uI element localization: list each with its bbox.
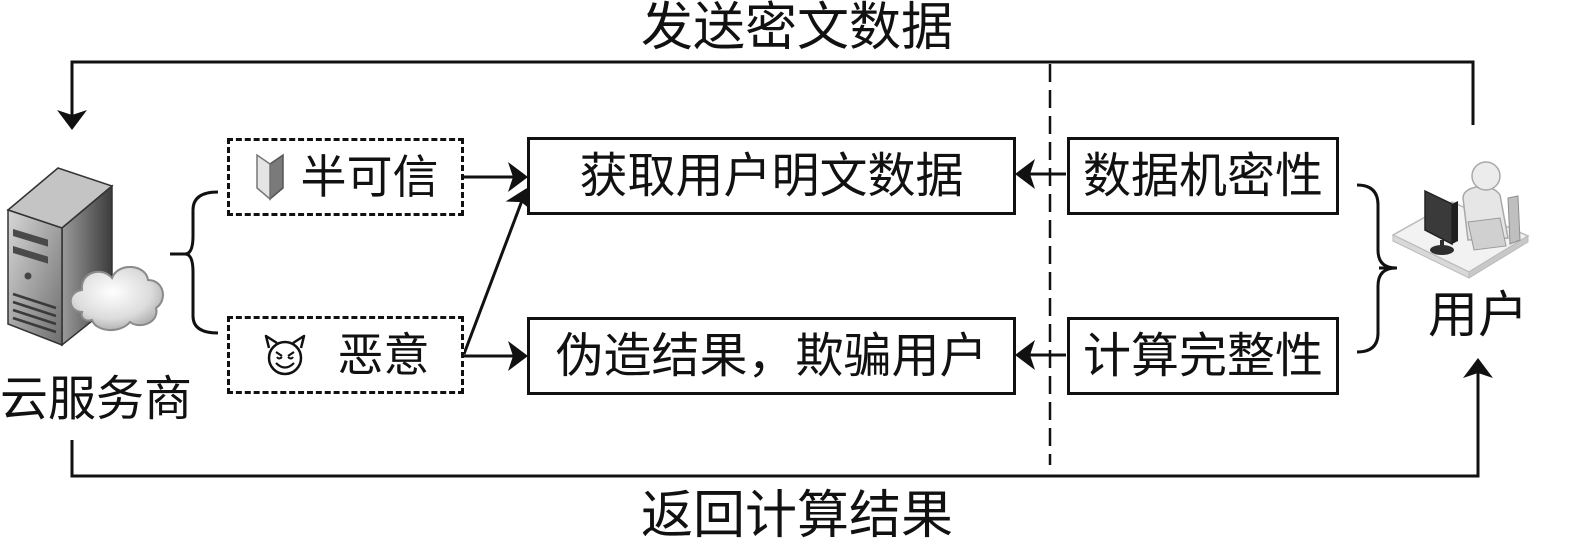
forge-result-threat-label: 伪造结果，欺骗用户: [555, 328, 988, 384]
cloud-provider-label: 云服务商: [0, 371, 193, 427]
semi-trusted-box: 半可信: [227, 138, 464, 216]
confidentiality-box: 数据机密性: [1067, 137, 1339, 215]
integrity-box: 计算完整性: [1067, 317, 1339, 395]
server-cloud-icon: [6, 167, 164, 347]
malicious-to-plaintext-arrow: [462, 188, 534, 355]
send-ciphertext-arrow: [57, 60, 1475, 130]
return-result-label: 返回计算结果: [641, 486, 954, 546]
right-brace: [1356, 183, 1397, 354]
integrity-label: 计算完整性: [1082, 328, 1323, 384]
left-brace: [170, 190, 219, 335]
plaintext-threat-box: 获取用户明文数据: [527, 137, 1016, 215]
user-label: 用户: [1428, 286, 1528, 344]
confidentiality-label: 数据机密性: [1082, 148, 1323, 204]
semi-trusted-label: 半可信: [300, 150, 439, 204]
malicious-label: 恶意: [337, 328, 430, 382]
plaintext-threat-label: 获取用户明文数据: [579, 148, 964, 204]
malicious-box: 恶意: [227, 316, 464, 394]
user-workstation-icon: [1391, 161, 1530, 279]
forge-result-threat-box: 伪造结果，欺骗用户: [527, 317, 1016, 395]
devil-face-icon: [264, 334, 305, 376]
send-ciphertext-label: 发送密文数据: [641, 0, 954, 58]
beginner-leaf-icon: [255, 153, 284, 201]
return-result-arrow: [70, 358, 1493, 478]
